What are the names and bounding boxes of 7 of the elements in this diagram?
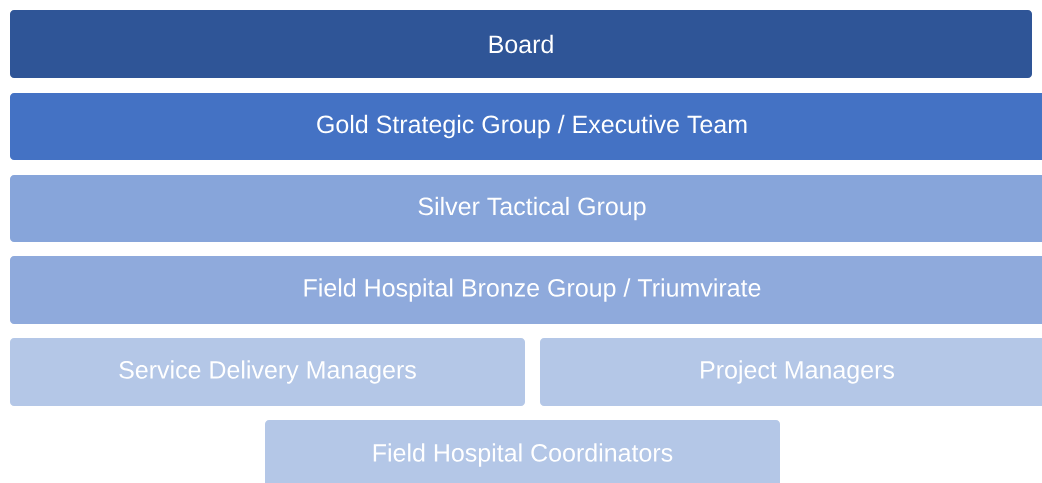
- band-box: Gold Strategic Group / Executive Team: [10, 93, 1042, 160]
- band-box: Field Hospital Bronze Group / Triumvirate: [10, 256, 1042, 324]
- band-box: Silver Tactical Group: [10, 175, 1042, 242]
- band-box: Field Hospital Coordinators: [265, 420, 780, 483]
- band-box: Board: [10, 10, 1032, 78]
- band-box: Service Delivery Managers: [10, 338, 525, 406]
- band-box: Project Managers: [540, 338, 1042, 406]
